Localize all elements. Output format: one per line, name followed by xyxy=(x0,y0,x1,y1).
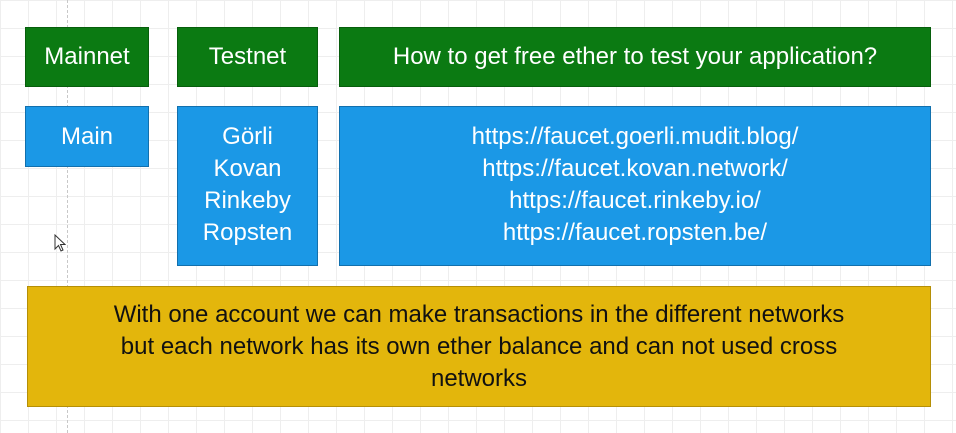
note-line: networks xyxy=(430,364,528,392)
faucet-link[interactable]: https://faucet.rinkeby.io/ xyxy=(509,187,761,214)
note-line: With one account we can make transaction… xyxy=(113,300,845,328)
test-network-name: Görli xyxy=(222,123,273,150)
test-network-name: Kovan xyxy=(213,155,282,182)
faucet-link[interactable]: https://faucet.kovan.network/ xyxy=(482,155,788,182)
faucet-header: How to get free ether to test your appli… xyxy=(339,27,931,87)
testnet-header: Testnet xyxy=(177,27,318,87)
faucet-links-box: https://faucet.goerli.mudit.blog/ https:… xyxy=(339,106,931,266)
main-network-box: Main xyxy=(25,106,149,167)
faucet-link[interactable]: https://faucet.goerli.mudit.blog/ xyxy=(471,123,799,150)
mainnet-header-label: Mainnet xyxy=(44,43,130,70)
mouse-cursor-icon xyxy=(54,234,66,252)
test-network-name: Ropsten xyxy=(202,219,293,246)
test-network-name: Rinkeby xyxy=(204,187,291,214)
testnet-header-label: Testnet xyxy=(208,43,287,70)
mainnet-header: Mainnet xyxy=(25,27,149,87)
note-line: but each network has its own ether balan… xyxy=(120,332,838,360)
faucet-link[interactable]: https://faucet.ropsten.be/ xyxy=(502,219,768,246)
note-box: With one account we can make transaction… xyxy=(27,286,931,407)
dashed-guide-line xyxy=(67,0,68,433)
faucet-header-label: How to get free ether to test your appli… xyxy=(392,43,878,70)
test-networks-box: Görli Kovan Rinkeby Ropsten xyxy=(177,106,318,266)
main-network-name: Main xyxy=(60,123,114,150)
